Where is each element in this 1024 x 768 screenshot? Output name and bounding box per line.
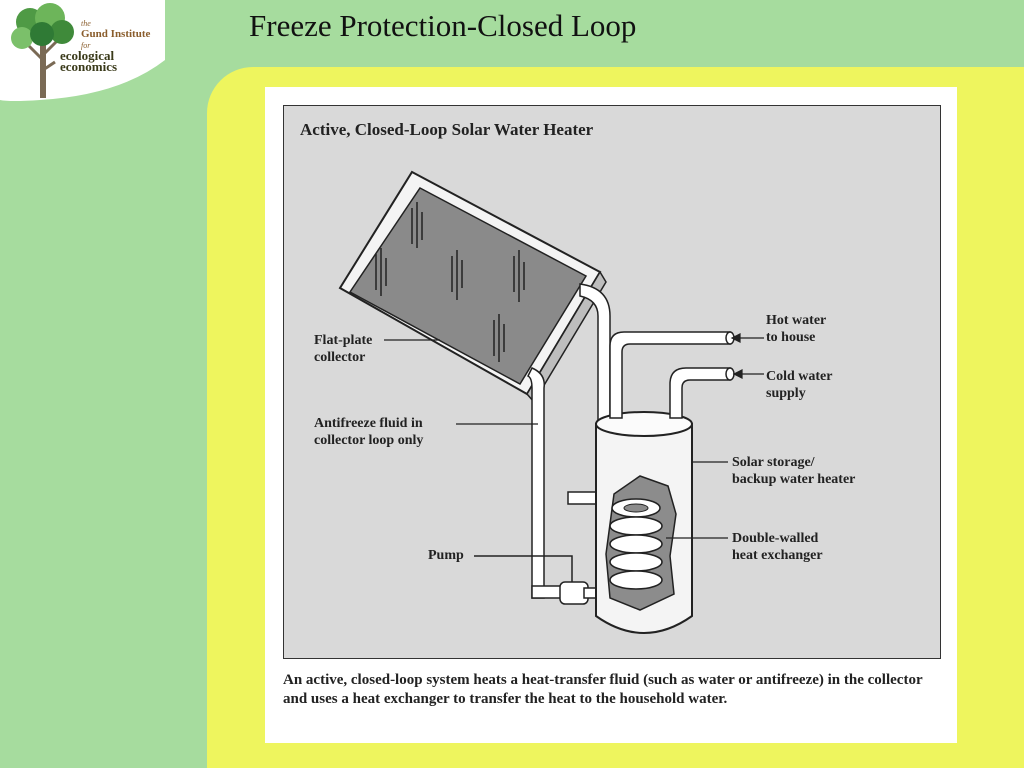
label-cold-water: Cold water supply [766,369,833,401]
logo-text-economics: economics [60,59,118,74]
house-water-pipes [609,331,735,419]
diagram-title: Active, Closed-Loop Solar Water Heater [300,120,594,139]
tree-icon [0,0,165,101]
slide-title: Freeze Protection-Closed Loop [249,8,637,43]
flat-plate-collector [338,170,607,404]
logo-text-name: Gund Institute [81,28,151,40]
logo-text-ecological: ecological [60,48,115,63]
solar-heater-illustration [338,170,764,634]
storage-tank [595,411,693,634]
logo-text-the: the [81,19,91,28]
logo-text-for: for [81,41,91,50]
leader-lines [384,333,764,539]
label-heat-exchanger: Double-walled heat exchanger [732,531,823,563]
label-antifreeze-fluid: Antifreeze fluid in collector loop only [314,416,424,448]
diagram-caption: An active, closed-loop system heats a he… [283,672,923,707]
label-pump: Pump [428,548,464,563]
figure-card: Active, Closed-Loop Solar Water Heater F… [265,87,957,743]
label-flat-plate-collector: Flat-plate collector [314,333,373,365]
label-hot-water: Hot water to house [766,313,827,345]
diagram-box: Active, Closed-Loop Solar Water Heater F… [283,105,941,659]
label-solar-storage: Solar storage/ backup water heater [732,455,856,487]
gund-institute-logo: the Gund Institute for ecological econom… [0,0,170,110]
